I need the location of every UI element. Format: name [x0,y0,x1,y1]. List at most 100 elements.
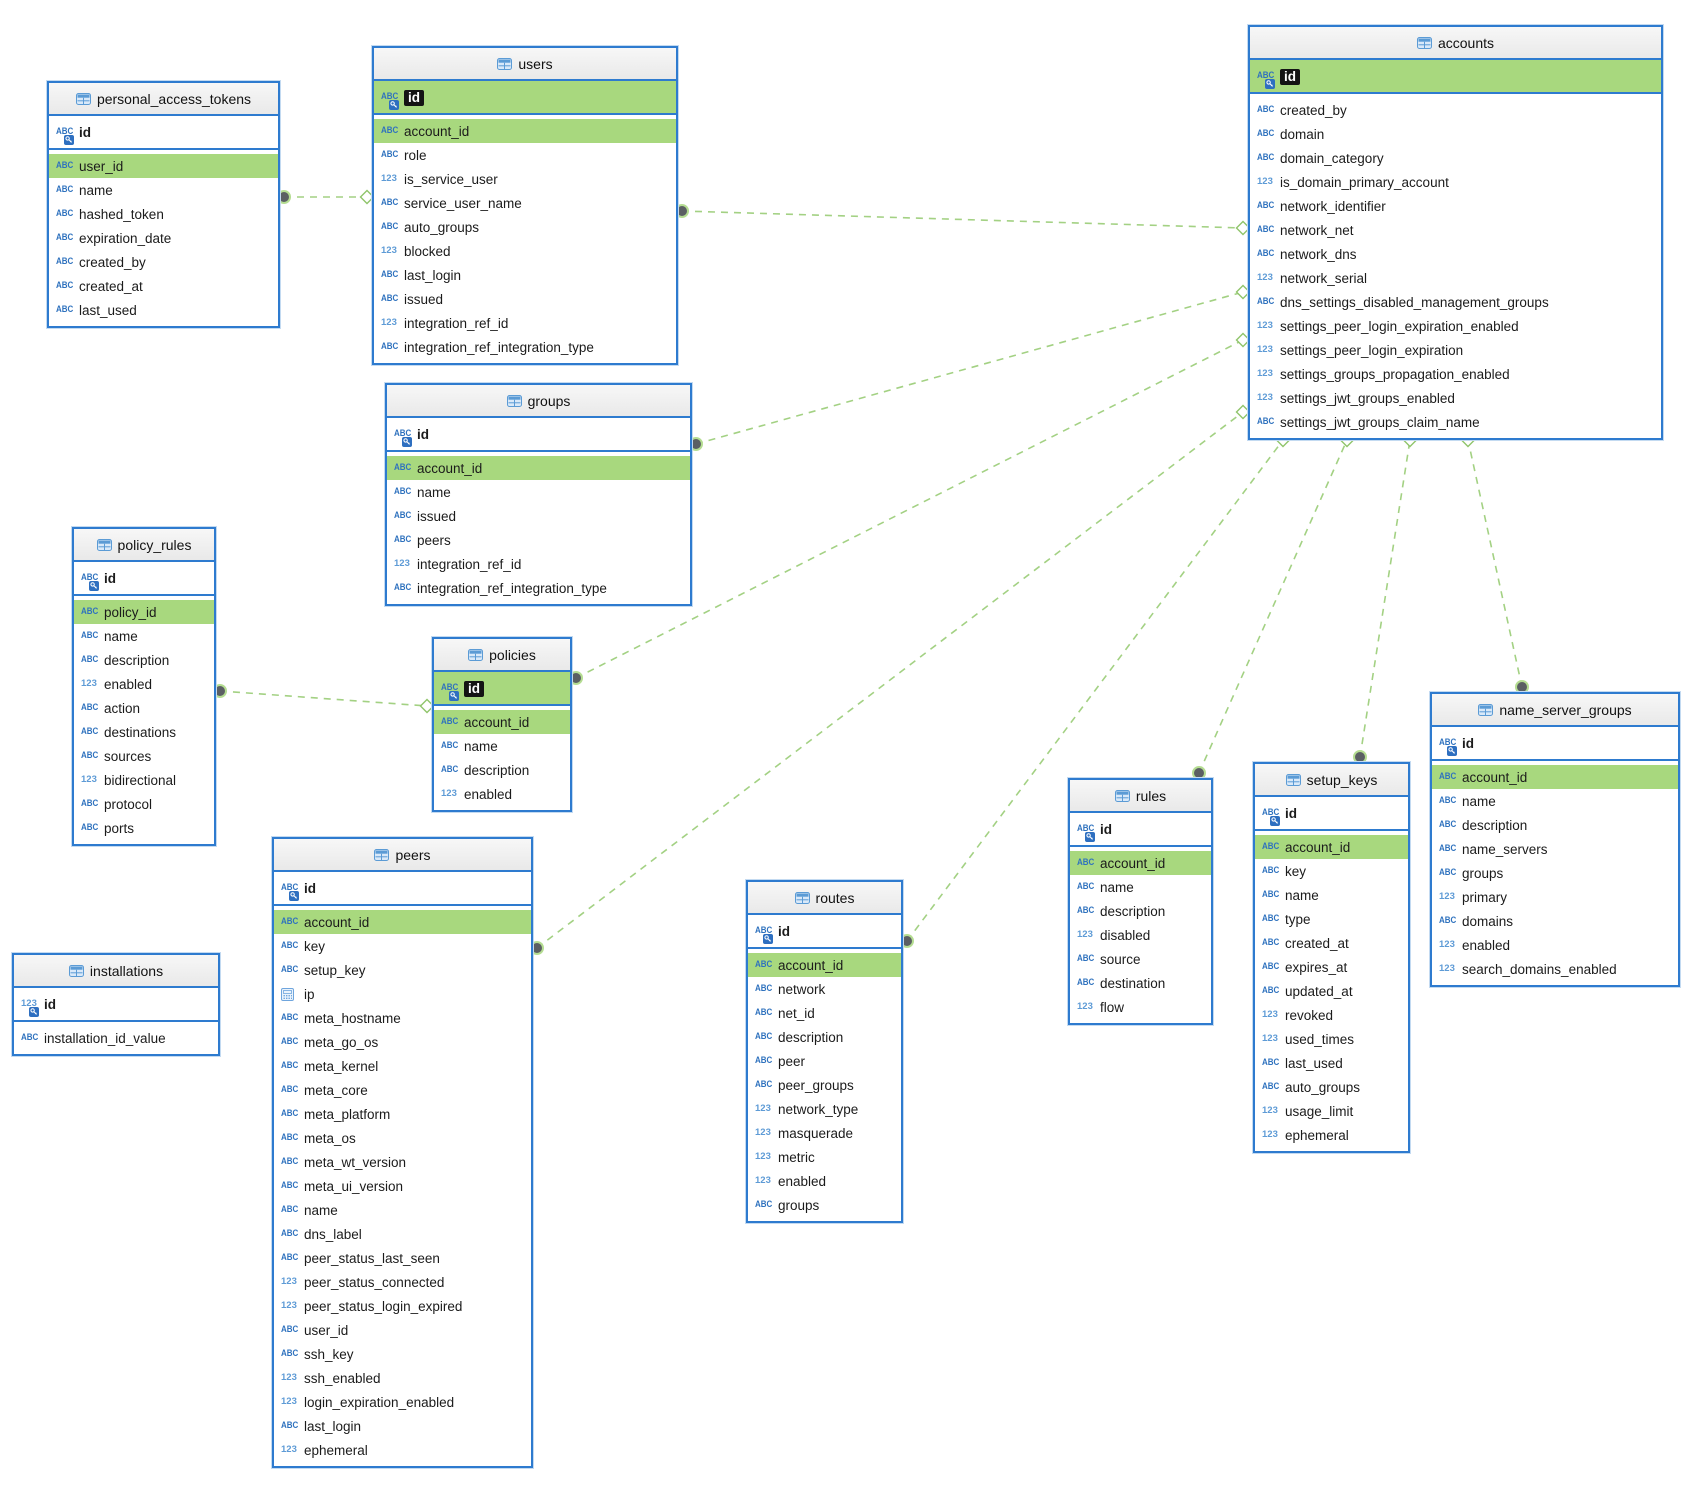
relation-line[interactable] [536,411,1244,949]
relation-routes-to-accounts[interactable] [900,432,1291,948]
table-header-name_server_groups[interactable]: name_server_groups [1432,694,1678,727]
relation-line[interactable] [1198,439,1348,774]
relation-name_server_groups-to-accounts[interactable] [1460,432,1529,694]
table-header-policy_rules[interactable]: policy_rules [74,529,214,562]
relation-rules-to-accounts[interactable] [1192,432,1355,780]
table-header-personal_access_tokens[interactable]: personal_access_tokens [49,83,278,116]
table-header-setup_keys[interactable]: setup_keys [1255,764,1408,797]
relation-setup_keys-to-accounts[interactable] [1353,432,1418,764]
relation-groups-to-accounts[interactable] [689,284,1251,451]
column-row-ip[interactable]: ip [274,982,531,1006]
relation-line[interactable] [906,439,1284,942]
table-header-routes[interactable]: routes [748,882,901,915]
table-header-peers[interactable]: peers [274,839,531,872]
relation-line[interactable] [695,291,1244,445]
table-header-accounts[interactable]: accounts [1250,27,1661,60]
relation-line[interactable] [219,690,428,707]
relation-policies-to-accounts[interactable] [569,332,1251,685]
